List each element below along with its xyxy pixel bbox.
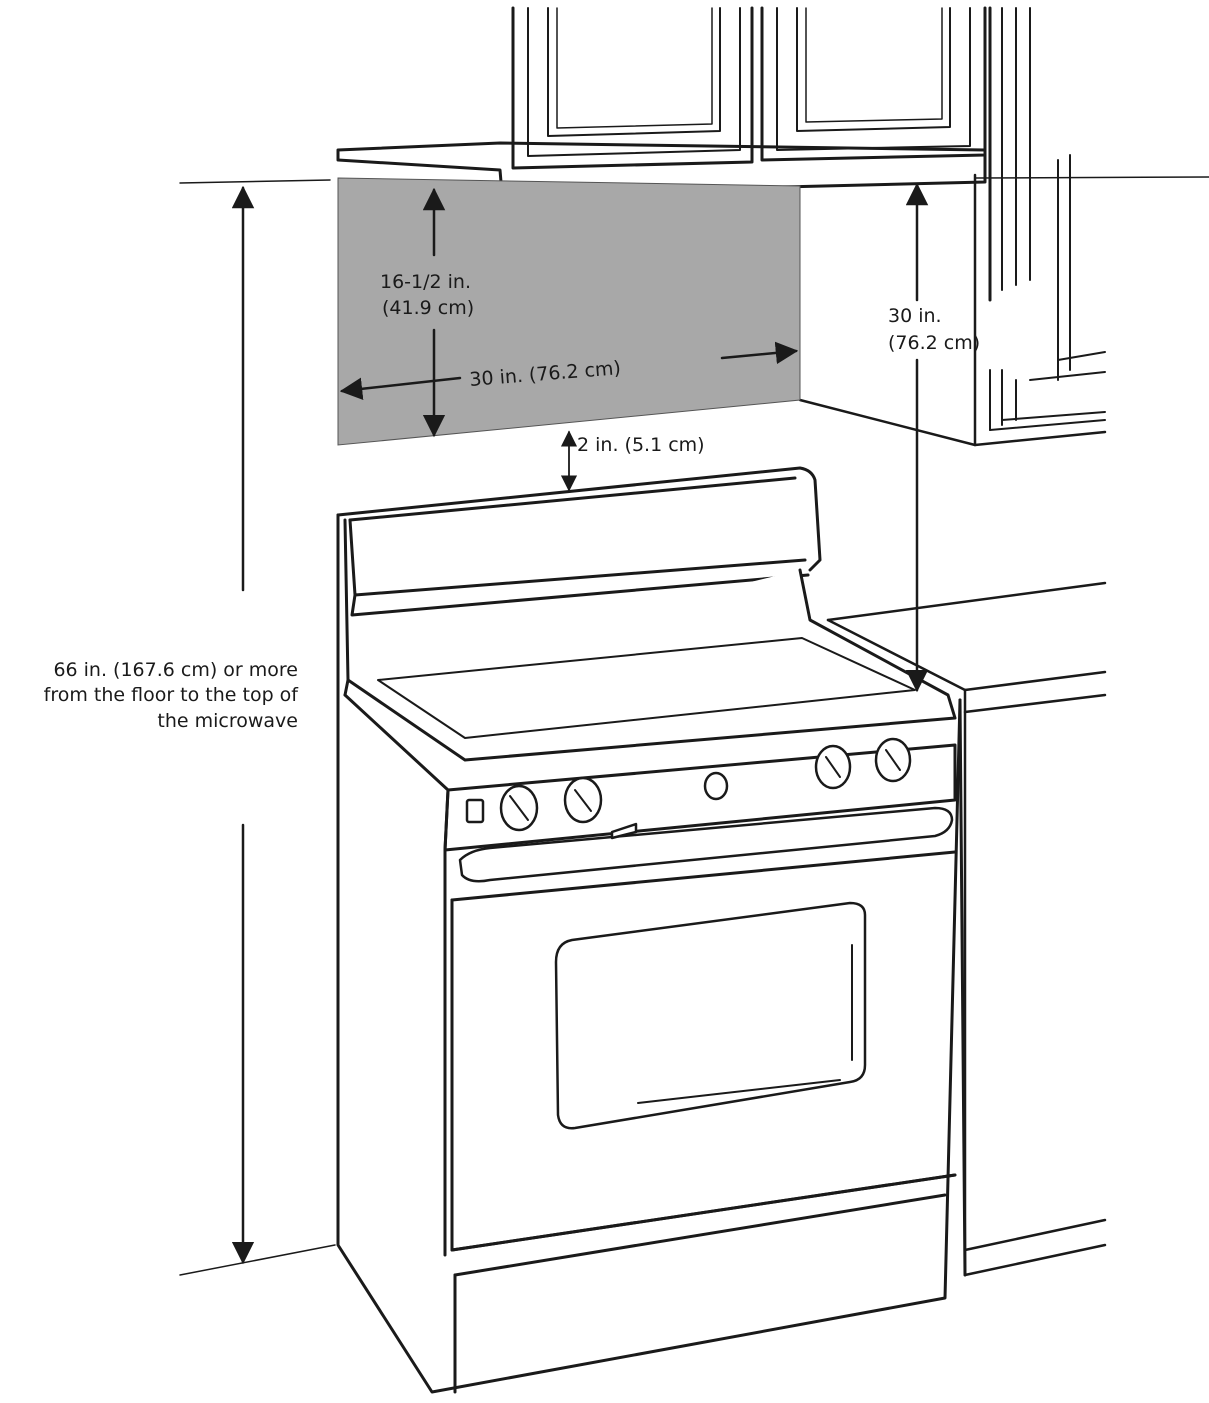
label-floor-to-top-2: from the floor to the top of xyxy=(44,684,300,706)
range xyxy=(336,466,967,1394)
reference-lines xyxy=(179,176,1209,1276)
arrow-width-right xyxy=(720,341,799,365)
side-cabinet xyxy=(798,173,1107,447)
label-gap-above-range: 2 in. (5.1 cm) xyxy=(577,434,705,456)
dimension-arrows xyxy=(231,182,929,1265)
label-microwave-height: 16-1/2 in. xyxy=(380,271,471,293)
label-floor-to-top-1: 66 in. (167.6 cm) or more xyxy=(53,659,298,681)
label-floor-to-top-3: the microwave xyxy=(157,710,298,732)
label-microwave-height-metric: (41.9 cm) xyxy=(382,297,474,319)
label-cabinet-to-cooktop-metric: (76.2 cm) xyxy=(888,332,980,354)
range-knobs xyxy=(465,737,912,840)
label-cabinet-to-cooktop: 30 in. xyxy=(888,305,942,327)
arrow-width-left xyxy=(339,376,462,400)
upper-cabinets xyxy=(336,6,1106,431)
